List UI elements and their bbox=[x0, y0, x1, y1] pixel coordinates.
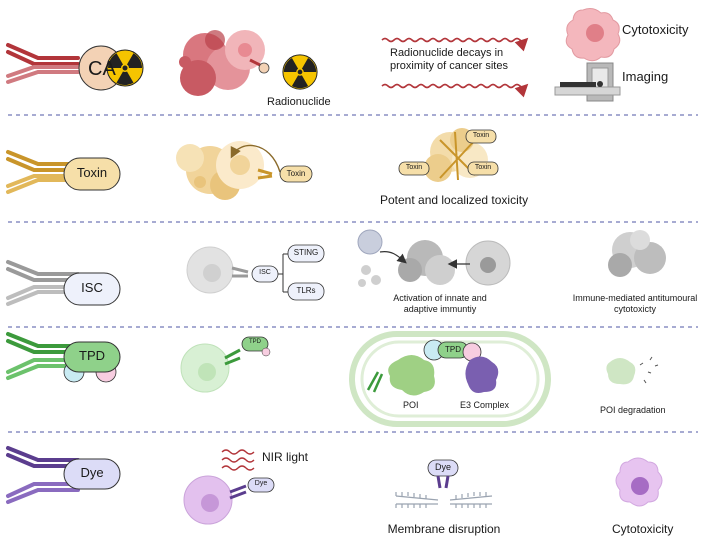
row-dividers bbox=[8, 114, 698, 433]
sting-label: STING bbox=[293, 248, 319, 257]
tpd-complex-label: TPD bbox=[445, 345, 461, 354]
dye-small-pill bbox=[247, 477, 275, 493]
dye-payload-pill bbox=[63, 458, 121, 490]
sting-pill bbox=[287, 244, 325, 263]
dye-small-label: Dye bbox=[254, 480, 268, 487]
tpd-small-pill bbox=[241, 336, 269, 352]
decay-text-line1: Radionuclide decays in bbox=[390, 47, 504, 59]
tumor-cluster-radionuclide bbox=[179, 30, 265, 96]
isc-branch-bracket bbox=[278, 253, 288, 293]
toxin-outcome: Potent and localized toxicity bbox=[380, 193, 529, 207]
decay-text-line2: proximity of cancer sites bbox=[390, 60, 508, 72]
toxin-payload-label: Toxin bbox=[76, 165, 108, 180]
cell-dye-purple bbox=[183, 475, 233, 525]
membrane-disruption-label: Membrane disruption bbox=[387, 522, 501, 536]
nir-light-label: NIR light bbox=[262, 450, 309, 464]
toxin-release-cluster bbox=[424, 128, 488, 182]
toxin-small-pill bbox=[279, 165, 313, 183]
antitumour-cell-cluster bbox=[608, 230, 666, 277]
e3-complex-label: E3 Complex bbox=[460, 400, 510, 410]
membrane-dye-pill bbox=[427, 459, 459, 477]
dye-cytotoxicity-label: Cytotoxicity bbox=[612, 522, 674, 536]
toxin-payload-pill bbox=[63, 157, 121, 191]
antibody-fragment bbox=[366, 371, 384, 393]
isc-payload-pill bbox=[63, 272, 121, 306]
e3-complex-protein bbox=[465, 356, 499, 393]
isc-payload-label: ISC bbox=[81, 280, 103, 295]
tumor-cluster-toxin bbox=[176, 141, 264, 200]
toxin-cluster-label: Toxin bbox=[472, 132, 490, 139]
ca-label: CA bbox=[88, 58, 116, 80]
lysed-cell-purple bbox=[615, 457, 663, 507]
antibody-tpd bbox=[6, 332, 80, 380]
cell-isc-grey bbox=[186, 246, 234, 294]
degraded-poi bbox=[606, 356, 659, 385]
toxin-cluster-label: Toxin bbox=[474, 164, 492, 171]
antitumour-line2: cytotoxicty bbox=[613, 304, 656, 314]
poi-label: POI bbox=[403, 400, 419, 410]
radiation-trefoil-icon bbox=[279, 54, 318, 94]
cell-tpd-green bbox=[180, 343, 230, 393]
activation-line2: adaptive immuntiy bbox=[403, 304, 477, 314]
radionuclide-label: Radionuclide bbox=[267, 96, 331, 108]
tpd-small-label: TPD bbox=[249, 339, 261, 345]
immune-cells-cluster bbox=[357, 229, 511, 287]
tpd-payload-label: TPD bbox=[79, 348, 105, 363]
activation-line1: Activation of innate and bbox=[393, 293, 487, 303]
tlrs-label: TLRs bbox=[296, 286, 316, 295]
antitumour-line1: Immune-mediated antitumoural bbox=[572, 293, 698, 303]
cytotoxic-cell-pink bbox=[565, 8, 621, 62]
tpd-payload-pill bbox=[63, 341, 121, 373]
membrane-dye-label: Dye bbox=[434, 462, 451, 472]
toxin-internalization-arrow bbox=[230, 144, 281, 173]
dye-payload-label: Dye bbox=[80, 465, 104, 480]
toxin-cluster-label: Toxin bbox=[405, 164, 423, 171]
nir-light-waves bbox=[221, 449, 255, 471]
antibody-radionuclide bbox=[6, 43, 80, 84]
decay-wave-arrow-top bbox=[381, 37, 529, 52]
outcome-imaging: Imaging bbox=[622, 69, 669, 84]
toxin-small-label: Toxin bbox=[286, 169, 306, 178]
poi-degradation-label: POI degradation bbox=[600, 405, 666, 415]
decay-wave-arrow-bottom bbox=[381, 83, 529, 98]
scanner-icon bbox=[554, 62, 621, 102]
lipid-bilayer bbox=[395, 492, 493, 508]
poi-protein bbox=[388, 355, 435, 396]
outcome-cytotoxicity: Cytotoxicity bbox=[622, 22, 689, 37]
tlrs-pill bbox=[287, 282, 325, 301]
isc-small-label: ISC bbox=[259, 269, 271, 276]
antibody-dye bbox=[6, 446, 80, 504]
